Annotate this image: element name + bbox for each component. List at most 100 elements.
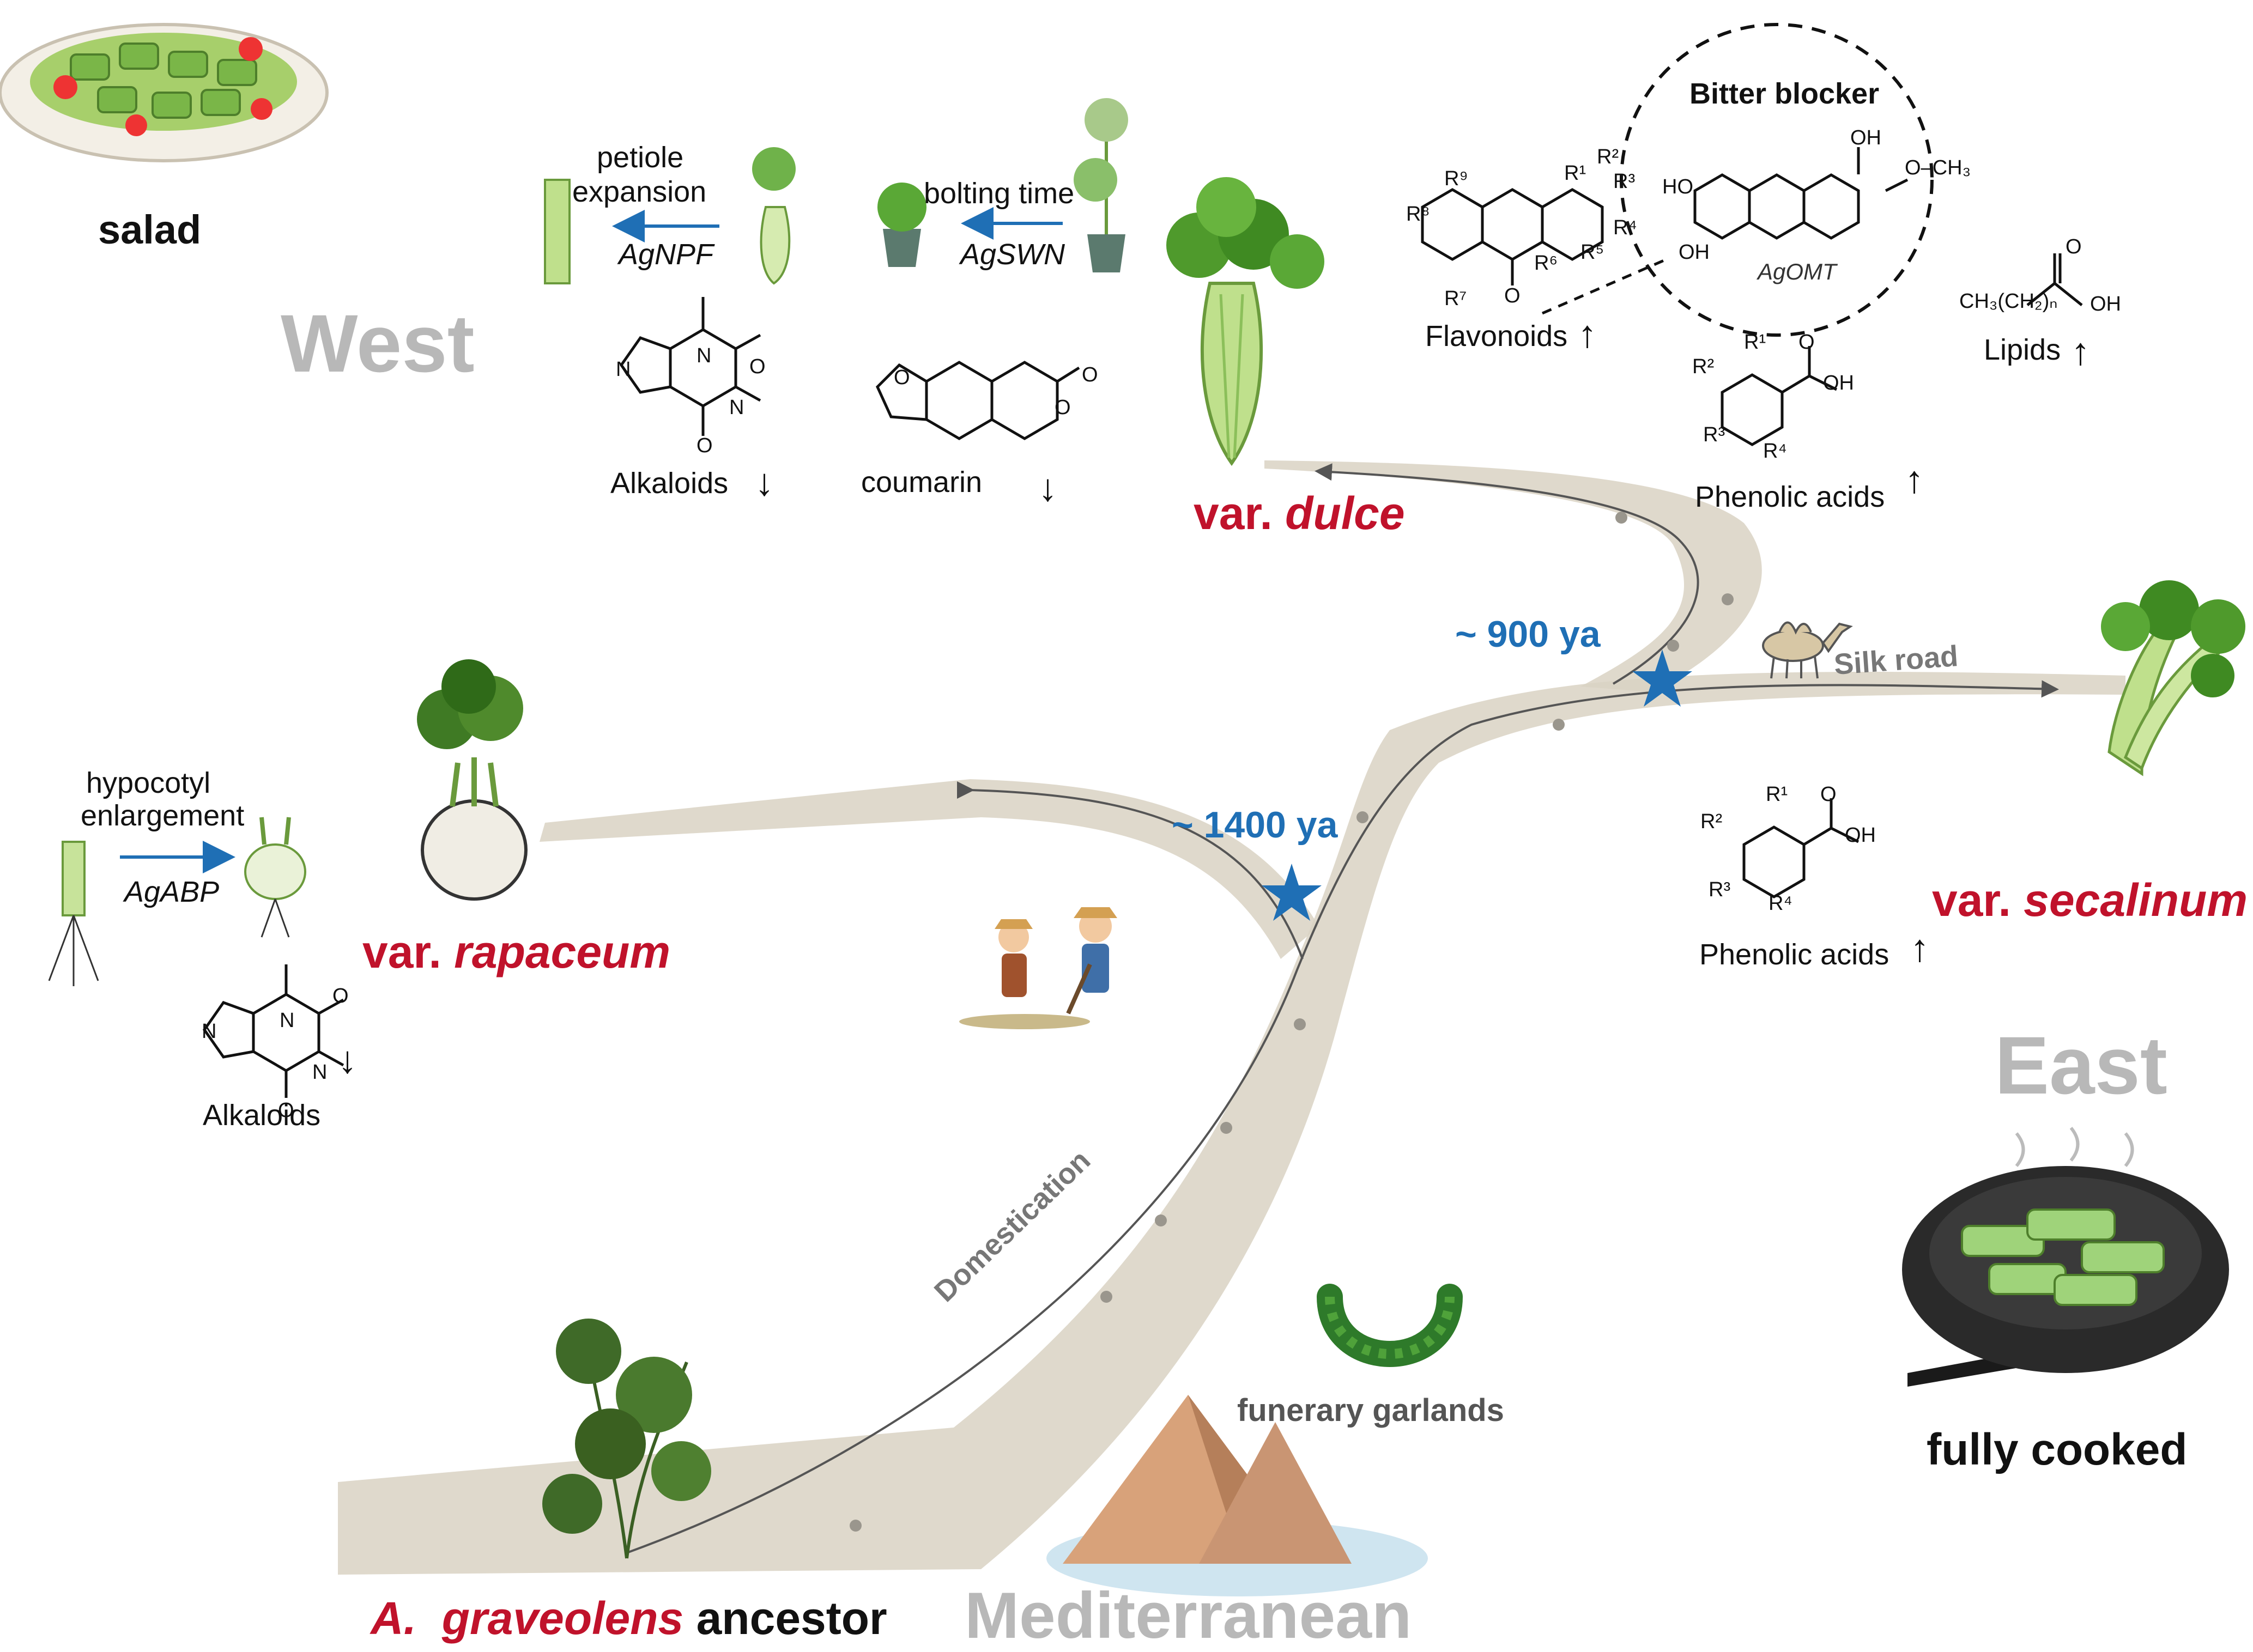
svg-text:O: O [749,355,766,378]
rapaceum-alkaloids-arrow: ↓ [338,1038,357,1081]
variety-dulce: var. dulce [1194,488,1405,539]
region-mediterranean: Mediterranean [965,1579,1412,1652]
svg-text:OH: OH [1850,126,1881,149]
svg-text:O: O [1504,284,1521,307]
split-star-900 [1632,649,1692,707]
svg-text:R³: R³ [1703,423,1725,446]
pyramids-icon [1046,1395,1428,1596]
salad-label: salad [98,207,202,252]
svg-text:N: N [697,344,711,367]
svg-text:O: O [697,434,713,457]
funerary-garland-icon [1317,1284,1463,1367]
hypocotyl-label-1: hypocotyl [86,767,211,799]
svg-text:R¹: R¹ [1564,162,1586,185]
phenolic-secalinum-structure [1742,798,1860,898]
coumarin-structure [876,361,1080,440]
svg-text:OH: OH [1845,824,1876,847]
flavonoids-arrow: ↑ [1578,313,1597,355]
split-time-1400: ~ 1400 ya [1172,804,1338,846]
bolting-early-icon [877,183,926,267]
svg-text:OH: OH [1679,241,1710,264]
svg-text:R²: R² [1692,355,1714,378]
hypocotyl-after-icon [244,817,306,938]
svg-text:O: O [1055,396,1071,419]
svg-text:R¹: R¹ [1766,783,1788,806]
svg-text:N: N [280,1009,294,1032]
alkaloid-structure-rapaceum [202,964,344,1098]
coumarin-label: coumarin [861,466,983,499]
west-alkaloids-arrow: ↓ [755,461,774,503]
svg-text:O: O [1082,363,1098,386]
bolting-gene: AgSWN [960,238,1065,271]
svg-text:R⁹: R⁹ [1444,167,1468,190]
variety-rapaceum: var. rapaceum [362,926,671,977]
svg-text:R⁷: R⁷ [1444,287,1467,310]
phenolic-dulce-label: Phenolic acids [1695,481,1885,513]
svg-text:O: O [1798,331,1815,354]
svg-text:R⁵: R⁵ [1580,241,1604,264]
svg-text:O: O [278,1099,294,1122]
region-west: West [281,297,475,389]
svg-text:R⁴: R⁴ [1613,216,1637,239]
split-time-900: ~ 900 ya [1455,614,1601,655]
bolting-label: bolting time [924,177,1075,210]
celery-secalinum-icon [2101,580,2245,776]
variety-secalinum: var. secalinum [1932,874,2248,926]
svg-text:OH: OH [1823,372,1854,394]
cooked-label: fully cooked [1927,1425,2188,1474]
svg-text:R⁶: R⁶ [1534,252,1558,275]
coumarin-arrow: ↓ [1038,466,1057,509]
svg-text:O: O [332,985,349,1007]
svg-text:N: N [616,358,631,381]
petiole-before-icon [544,179,571,284]
wild-celery-ancestor-icon [542,1319,711,1559]
svg-text:O–CH₃: O–CH₃ [1905,156,1971,179]
wok-icon [1902,1127,2229,1387]
lipids-label: Lipids [1984,333,2061,366]
lipids-arrow: ↑ [2071,330,2090,373]
garlands-label: funerary garlands [1237,1393,1504,1428]
svg-text:O: O [1820,783,1837,806]
svg-text:R⁸: R⁸ [1406,203,1430,226]
svg-text:R⁴: R⁴ [1763,440,1787,463]
svg-text:CH₃(CH₂)ₙ: CH₃(CH₂)ₙ [1959,290,2057,313]
west-alkaloids-label: Alkaloids [610,467,729,500]
svg-text:R¹: R¹ [1744,331,1766,354]
svg-text:R²: R² [1700,810,1722,833]
petiole-after-icon [752,147,796,285]
svg-text:R²: R² [1597,145,1619,168]
petiole-label-1: petiole [597,141,684,174]
svg-text:O: O [2066,235,2082,258]
salad-bowl-icon [0,23,329,162]
chem-structures [202,147,2083,1098]
svg-text:OH: OH [2090,293,2121,315]
svg-text:O: O [894,366,910,389]
svg-text:R⁴: R⁴ [1769,892,1792,915]
bitter-blocker-leader [1542,257,1668,315]
split-star-1400 [1262,864,1322,921]
alkaloid-structure-west [619,297,761,436]
svg-text:N: N [312,1061,327,1084]
phenolic-dulce-arrow: ↑ [1905,458,1924,501]
svg-text:HO: HO [1662,175,1693,198]
bolting-late-icon [1074,98,1128,272]
flavonoids-label: Flavonoids [1425,320,1568,353]
hypocotyl-before-icon [48,841,99,986]
chem-atom-labels: N N N O O O O O O R⁸ R⁹ R⁷ R⁶ R¹ R² R³ R… [202,126,2121,1122]
svg-text:R³: R³ [1709,878,1730,901]
region-east: East [1995,1019,2167,1111]
svg-text:N: N [729,396,744,419]
bitter-blocker-circle [1620,23,1934,337]
bitter-blocker-gene: AgOMT [1758,259,1837,284]
domestication-road [338,460,2125,1575]
phenolic-secalinum-label: Phenolic acids [1699,938,1889,971]
bitter-blocker-structure [1693,147,1909,240]
bitter-blocker-title: Bitter blocker [1689,77,1880,110]
svg-text:R³: R³ [1613,170,1635,193]
lipid-structure [2026,253,2083,306]
svg-text:N: N [202,1020,216,1043]
phenolic-secalinum-arrow: ↑ [1910,927,1929,969]
rapaceum-alkaloids-label: Alkaloids [203,1099,321,1132]
